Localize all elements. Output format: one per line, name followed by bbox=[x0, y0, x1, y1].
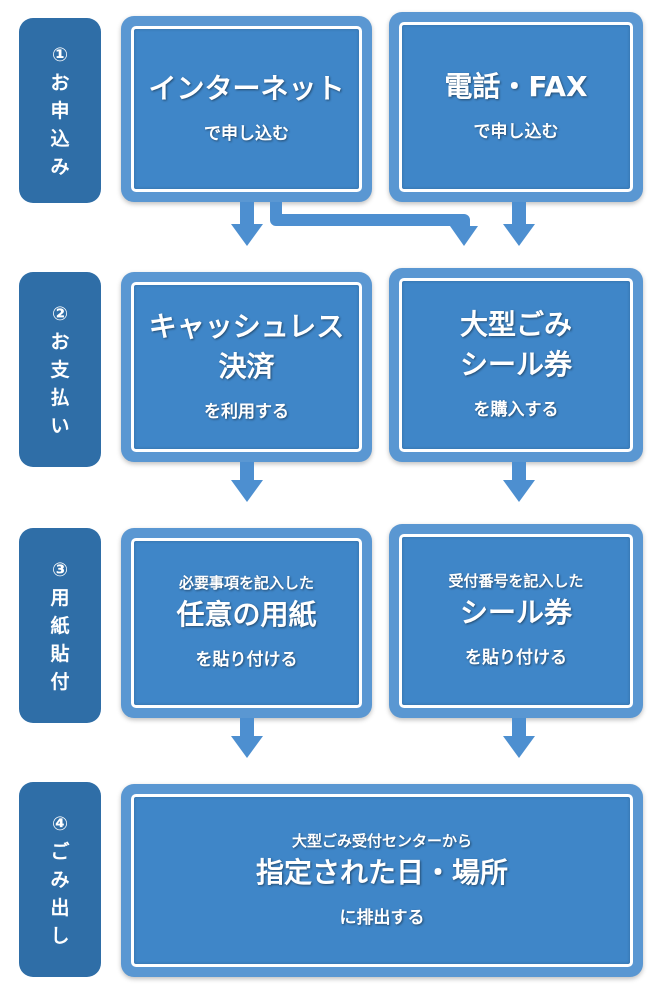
arrow-internet-branch-head bbox=[450, 226, 478, 246]
sticker-buy-title-line2: シール券 bbox=[459, 348, 572, 381]
arrow-cashless-down-shaft bbox=[240, 462, 254, 482]
cashless-title-line2: 決済 bbox=[218, 350, 275, 383]
step-tab-1: ① お 申 込 み bbox=[19, 18, 101, 203]
cashless-subtitle: を利用する bbox=[204, 402, 289, 422]
step-tab-char: 出 bbox=[50, 896, 70, 919]
step-tab-char: ④ bbox=[51, 812, 69, 835]
phone-fax-box: 電話・FAX で申し込む bbox=[389, 12, 643, 202]
arrow-paper-down-shaft bbox=[240, 718, 254, 738]
step-tab-char: 貼 bbox=[50, 642, 70, 665]
sticker-attach-box-inner: 受付番号を記入した シール券 を貼り付ける bbox=[399, 534, 633, 708]
internet-subtitle: で申し込む bbox=[204, 124, 289, 144]
step-tab-char: 紙 bbox=[50, 614, 70, 637]
phone-fax-title: 電話・FAX bbox=[444, 70, 588, 103]
step-tab-2: ② お 支 払 い bbox=[19, 272, 101, 467]
step-tab-char: ご bbox=[50, 840, 70, 863]
arrow-internet-down-head bbox=[231, 224, 263, 246]
internet-title: インターネット bbox=[148, 72, 345, 105]
arrow-sticker-attach-down-shaft bbox=[512, 718, 526, 738]
disposal-subtitle: に排出する bbox=[339, 907, 425, 928]
disposal-box-inner: 大型ごみ受付センターから 指定された日・場所 に排出する bbox=[131, 794, 633, 967]
step-tab-char: み bbox=[50, 155, 70, 178]
sticker-attach-subtitle: を貼り付ける bbox=[465, 648, 567, 668]
arrow-cashless-down-head bbox=[231, 480, 263, 502]
sticker-attach-title: シール券 bbox=[459, 596, 572, 629]
sticker-buy-box-inner: 大型ごみ シール券 を購入する bbox=[399, 278, 633, 452]
step-tab-char: 込 bbox=[50, 127, 70, 150]
sticker-buy-subtitle: を購入する bbox=[473, 400, 559, 420]
sticker-buy-box: 大型ごみ シール券 を購入する bbox=[389, 268, 643, 462]
arrow-phone-down-head bbox=[503, 224, 535, 246]
arrow-sticker-down-head bbox=[503, 480, 535, 502]
arrow-sticker-down-shaft bbox=[512, 462, 526, 482]
cashless-box: キャッシュレス 決済 を利用する bbox=[121, 272, 372, 462]
arrow-internet-branch-line bbox=[270, 202, 470, 228]
paper-box: 必要事項を記入した 任意の用紙 を貼り付ける bbox=[121, 528, 372, 718]
disposal-box: 大型ごみ受付センターから 指定された日・場所 に排出する bbox=[121, 784, 643, 977]
disposal-title: 指定された日・場所 bbox=[255, 855, 508, 889]
disposal-caption: 大型ごみ受付センターから bbox=[291, 831, 472, 850]
step-tab-char: み bbox=[50, 868, 70, 891]
cashless-box-inner: キャッシュレス 決済 を利用する bbox=[131, 282, 362, 452]
step-tab-char: ③ bbox=[51, 558, 69, 581]
sticker-attach-box: 受付番号を記入した シール券 を貼り付ける bbox=[389, 524, 643, 718]
cashless-title-line1: キャッシュレス bbox=[148, 310, 345, 343]
sticker-buy-title-line1: 大型ごみ bbox=[459, 308, 572, 341]
arrow-sticker-attach-down-head bbox=[503, 736, 535, 758]
step-tab-char: 付 bbox=[50, 670, 70, 693]
step-tab-char: ① bbox=[51, 43, 69, 66]
paper-caption: 必要事項を記入した bbox=[178, 574, 314, 592]
internet-box-inner: インターネット で申し込む bbox=[131, 26, 362, 192]
step-tab-char: お bbox=[50, 71, 70, 94]
phone-fax-subtitle: で申し込む bbox=[473, 122, 559, 142]
step-tab-char: 支 bbox=[50, 358, 70, 381]
step-tab-char: い bbox=[50, 414, 70, 437]
paper-title: 任意の用紙 bbox=[176, 598, 317, 631]
phone-fax-box-inner: 電話・FAX で申し込む bbox=[399, 22, 633, 192]
step-tab-char: し bbox=[50, 924, 70, 947]
step-tab-char: お bbox=[50, 330, 70, 353]
paper-box-inner: 必要事項を記入した 任意の用紙 を貼り付ける bbox=[131, 538, 362, 708]
internet-box: インターネット で申し込む bbox=[121, 16, 372, 202]
paper-subtitle: を貼り付ける bbox=[195, 650, 298, 670]
arrow-internet-down-shaft bbox=[240, 202, 254, 226]
step-tab-char: 用 bbox=[50, 586, 70, 609]
arrow-phone-down-shaft bbox=[512, 202, 526, 226]
step-tab-char: ② bbox=[51, 302, 69, 325]
arrow-paper-down-head bbox=[231, 736, 263, 758]
step-tab-4: ④ ご み 出 し bbox=[19, 782, 101, 977]
step-tab-char: 申 bbox=[50, 99, 70, 122]
step-tab-char: 払 bbox=[50, 386, 70, 409]
sticker-attach-caption: 受付番号を記入した bbox=[448, 572, 584, 590]
step-tab-3: ③ 用 紙 貼 付 bbox=[19, 528, 101, 723]
